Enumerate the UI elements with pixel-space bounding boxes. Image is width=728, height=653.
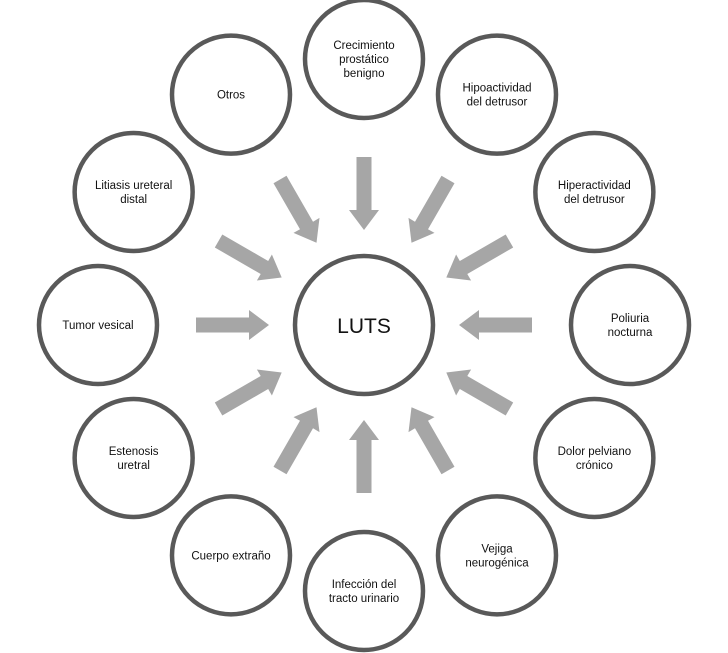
cause-circle [169,33,293,156]
cause-circle [435,33,559,156]
arrow-icon-cuerpo-extrano [273,407,320,475]
cause-label-line: Cuerpo extraño [191,550,270,562]
cause-node-infeccion-del-tracto-urinario: Infección del tracto urinario [302,529,426,653]
cause-node-estenosis-uretral: Estenosis uretral [72,396,195,520]
cause-label-line: Infección del [332,579,397,591]
cause-label-line: prostático [339,54,389,66]
cause-label-line: del detrusor [467,97,528,109]
cause-circle [72,130,195,254]
cause-label-line: Hiperactividad [558,180,631,192]
arrow-icon-litiasis-ureteral-distal [214,234,282,281]
cause-label-line: Hipoactividad [462,83,531,95]
cause-label-line: Tumor vesical [62,320,133,332]
cause-label-line: benigno [344,68,385,80]
arrows-group [196,157,532,493]
cause-node-crecimiento-prostatico-benigno: Crecimiento prostático benigno [302,0,426,121]
cause-label-line: crónico [576,460,613,472]
cause-label-line: distal [120,194,147,206]
arrow-icon-tumor-vesical [196,310,269,340]
cause-node-hipoactividad-del-detrusor: Hipoactividad del detrusor [435,33,559,156]
cause-node-cuerpo-extrano: Cuerpo extraño [169,494,293,617]
arrow-icon-poliuria-nocturna [459,310,532,340]
cause-node-poliuria-nocturna: Poliuria nocturna [568,263,692,387]
center-label: LUTS [337,315,391,338]
cause-node-hiperactividad-del-detrusor: Hiperactividad del detrusor [533,130,656,254]
cause-circle [568,263,692,387]
cause-circle [302,529,426,653]
arrow-icon-hiperactividad-del-detrusor [446,234,514,281]
cause-label-line: nocturna [608,327,653,339]
cause-node-otros: Otros [169,33,293,156]
cause-circle [36,263,160,387]
cause-label-line: del detrusor [564,194,625,206]
cause-node-dolor-pelviano-cronico: Dolor pelviano crónico [533,396,656,520]
cause-circle [533,130,656,254]
cause-circle [435,494,559,617]
arrow-icon-vejiga-neurogenica [408,407,455,475]
center-circle [292,253,436,397]
cause-label-line: Poliuria [611,313,650,325]
cause-nodes-group: CrecimientoprostáticobenignoHipoactivida… [36,0,692,653]
cause-circle [533,396,656,520]
cause-circle [169,494,293,617]
arrow-icon-otros [273,175,320,243]
cause-node-vejiga-neurogenica: Vejiga neurogénica [435,494,559,617]
cause-circle [72,396,195,520]
cause-node-litiasis-ureteral-distal: Litiasis ureteral distal [72,130,195,254]
cause-label-line: Otros [217,90,245,102]
arrow-icon-crecimiento-prostatico-benigno [349,157,379,230]
cause-label-line: Crecimiento [333,40,394,52]
cause-label-line: Litiasis ureteral [95,180,172,192]
center-node-luts: LUTS [292,253,436,397]
arrow-icon-hipoactividad-del-detrusor [408,175,455,243]
cause-label-line: Estenosis [109,446,159,458]
arrow-icon-dolor-pelviano-cronico [446,369,514,416]
cause-label-line: uretral [117,460,150,472]
cause-node-tumor-vesical: Tumor vesical [36,263,160,387]
cause-label-line: Vejiga [481,543,513,555]
cause-label-line: tracto urinario [329,593,399,605]
cause-label-line: Dolor pelviano [558,446,632,458]
cause-label-line: neurogénica [465,557,529,569]
arrow-icon-infeccion-del-tracto-urinario [349,420,379,493]
cause-circle [302,0,426,121]
arrow-icon-estenosis-uretral [214,369,282,416]
